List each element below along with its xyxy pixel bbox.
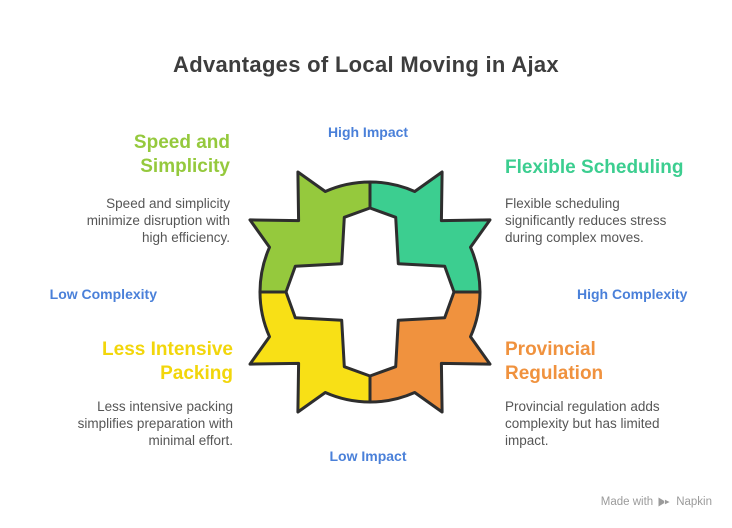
watermark-brand: Napkin [676, 496, 712, 508]
section-heading-flexible-scheduling: Flexible Scheduling [505, 157, 684, 178]
axis-label-high-complexity: High Complexity [577, 286, 688, 302]
section-heading-speed-simplicity: Speed and Simplicity [133, 132, 230, 177]
cycle-segment-top-right [368, 170, 492, 294]
cycle-segment-top-left [248, 170, 372, 294]
watermark-prefix: Made with [600, 496, 654, 508]
axis-label-low-impact: Low Impact [329, 448, 407, 464]
cycle-diagram [248, 170, 492, 414]
napkin-logo-icon [658, 497, 672, 507]
section-desc-flexible-scheduling: Flexible scheduling significantly reduce… [505, 196, 667, 245]
cycle-segment-bottom-left [248, 290, 372, 414]
page-title: Advantages of Local Moving in Ajax [173, 52, 559, 77]
section-heading-provincial-regulation: Provincial Regulation [505, 339, 604, 384]
section-desc-less-intensive-packing: Less intensive packing simplifies prepar… [77, 399, 233, 448]
watermark: Made with Napkin [601, 496, 712, 508]
section-desc-speed-simplicity: Speed and simplicity minimize disruption… [86, 196, 230, 245]
section-desc-provincial-regulation: Provincial regulation adds complexity bu… [505, 399, 660, 448]
axis-label-low-complexity: Low Complexity [49, 286, 157, 302]
axis-label-high-impact: High Impact [327, 124, 409, 140]
cycle-segment-bottom-right [368, 290, 492, 414]
section-heading-less-intensive-packing: Less Intensive Packing [102, 339, 233, 384]
